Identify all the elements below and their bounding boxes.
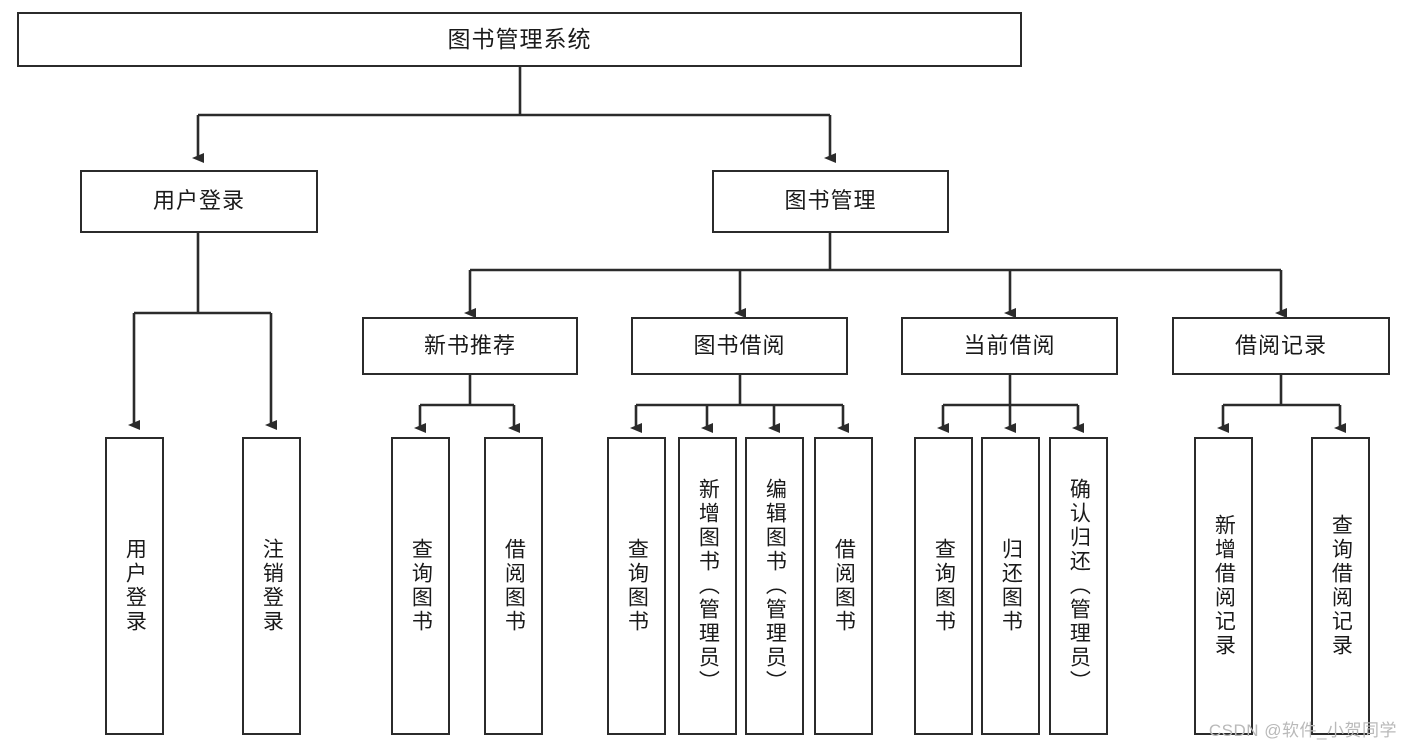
node-label: 新增借阅记录 [1212, 514, 1236, 658]
leaf-query-books-recommend[interactable]: 查询图书 [391, 437, 450, 735]
leaf-logout[interactable]: 注销登录 [242, 437, 301, 735]
node-label: 查询图书 [625, 538, 649, 634]
node-new-book-recommend[interactable]: 新书推荐 [362, 317, 578, 375]
leaf-borrow-books-recommend[interactable]: 借阅图书 [484, 437, 543, 735]
leaf-query-books-borrow[interactable]: 查询图书 [607, 437, 666, 735]
node-user-login[interactable]: 用户登录 [80, 170, 318, 233]
node-label: 当前借阅 [963, 332, 1056, 358]
node-label: 借阅记录 [1234, 332, 1327, 358]
node-label: 新增图书（管理员） [696, 478, 720, 694]
leaf-query-borrow-record[interactable]: 查询借阅记录 [1311, 437, 1370, 735]
leaf-return-books[interactable]: 归还图书 [981, 437, 1040, 735]
node-label: 归还图书 [999, 538, 1023, 634]
node-label: 确认归还（管理员） [1067, 478, 1091, 694]
node-label: 注销登录 [260, 538, 284, 634]
node-label: 用户登录 [123, 538, 147, 634]
leaf-query-books-current[interactable]: 查询图书 [914, 437, 973, 735]
node-label: 查询图书 [409, 538, 433, 634]
node-label: 借阅图书 [832, 538, 856, 634]
node-label: 用户登录 [152, 188, 245, 214]
leaf-user-login[interactable]: 用户登录 [105, 437, 164, 735]
node-label: 借阅图书 [502, 538, 526, 634]
node-label: 查询借阅记录 [1329, 514, 1353, 658]
leaf-confirm-return-admin[interactable]: 确认归还（管理员） [1049, 437, 1108, 735]
node-borrow-records[interactable]: 借阅记录 [1172, 317, 1390, 375]
node-label: 图书管理 [784, 188, 877, 214]
leaf-edit-book-admin[interactable]: 编辑图书（管理员） [745, 437, 804, 735]
watermark-text: CSDN @软件_小贺同学 [1208, 721, 1397, 740]
leaf-borrow-books[interactable]: 借阅图书 [814, 437, 873, 735]
node-book-borrow[interactable]: 图书借阅 [631, 317, 848, 375]
leaf-add-borrow-record[interactable]: 新增借阅记录 [1194, 437, 1253, 735]
node-current-borrow[interactable]: 当前借阅 [901, 317, 1118, 375]
node-label: 查询图书 [932, 538, 956, 634]
node-book-management[interactable]: 图书管理 [712, 170, 949, 233]
node-label: 编辑图书（管理员） [763, 478, 787, 694]
node-label: 图书管理系统 [447, 25, 592, 52]
leaf-add-book-admin[interactable]: 新增图书（管理员） [678, 437, 737, 735]
node-label: 图书借阅 [693, 332, 786, 358]
node-label: 新书推荐 [423, 332, 516, 358]
node-root-system[interactable]: 图书管理系统 [17, 12, 1022, 67]
